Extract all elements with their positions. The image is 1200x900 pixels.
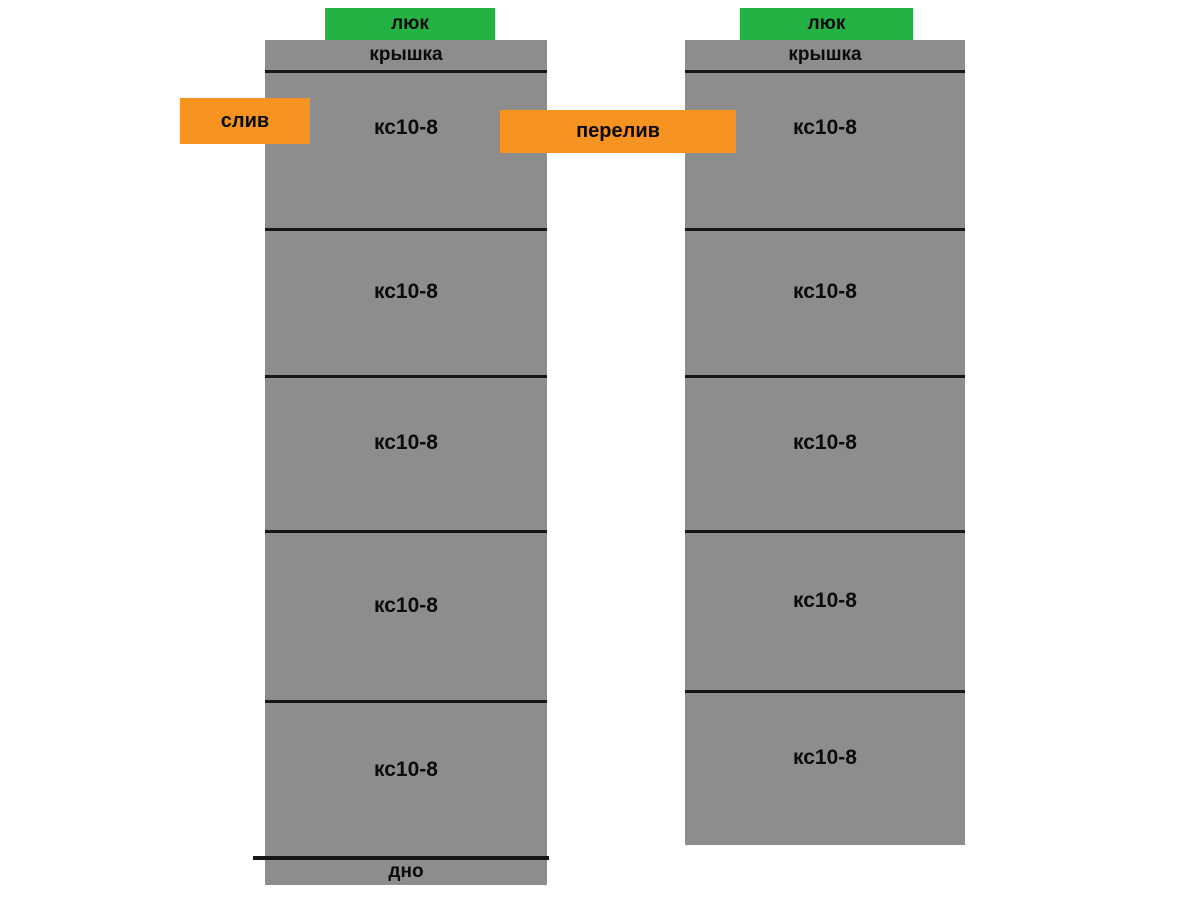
drain-pipe-tag: слив	[180, 98, 310, 144]
overflow-pipe-tag: перелив	[500, 110, 736, 153]
left-ring-5-label: кс10-8	[374, 757, 438, 781]
right-ring-5-label: кс10-8	[793, 746, 857, 769]
right-ring-3-label: кс10-8	[793, 431, 857, 454]
drain-label: слив	[220, 109, 270, 132]
manhole-hatch-right: люк	[740, 8, 913, 40]
left-ring-2-label: кс10-8	[374, 280, 438, 303]
left-cover-label: крышка	[369, 44, 443, 65]
right-ring-3: кс10-8	[685, 375, 965, 530]
left-ring-5: кс10-8	[265, 700, 547, 858]
hatch-label-left: люк	[391, 13, 429, 34]
left-ring-1-label: кс10-8	[374, 115, 438, 139]
left-cover-section: крышка	[265, 40, 547, 70]
right-ring-1: кс10-8	[685, 70, 965, 228]
right-cover-section: крышка	[685, 40, 965, 70]
left-ring-3: кс10-8	[265, 375, 547, 530]
right-ring-4: кс10-8	[685, 530, 965, 690]
left-well-column: крышка кс10-8 кс10-8 кс10-8 кс10-8 кс10-…	[265, 40, 547, 885]
hatch-label-right: люк	[807, 13, 846, 34]
right-ring-4-label: кс10-8	[793, 588, 857, 612]
left-ring-2: кс10-8	[265, 228, 547, 375]
left-ring-4-label: кс10-8	[374, 593, 438, 617]
left-bottom-label: дно	[388, 860, 424, 882]
right-ring-2: кс10-8	[685, 228, 965, 375]
right-ring-1-label: кс10-8	[793, 115, 857, 139]
manhole-hatch-left: люк	[325, 8, 495, 40]
left-ring-1: кс10-8	[265, 70, 547, 228]
left-bottom-slab-line	[253, 856, 549, 860]
overflow-label: перелив	[576, 120, 660, 142]
left-ring-3-label: кс10-8	[374, 431, 438, 454]
right-well-column: крышка кс10-8 кс10-8 кс10-8 кс10-8 кс10-…	[685, 40, 965, 845]
right-ring-5: кс10-8	[685, 690, 965, 845]
right-cover-label: крышка	[788, 44, 862, 65]
right-ring-2-label: кс10-8	[793, 280, 857, 303]
left-ring-4: кс10-8	[265, 530, 547, 700]
left-bottom-section: дно	[265, 858, 547, 885]
